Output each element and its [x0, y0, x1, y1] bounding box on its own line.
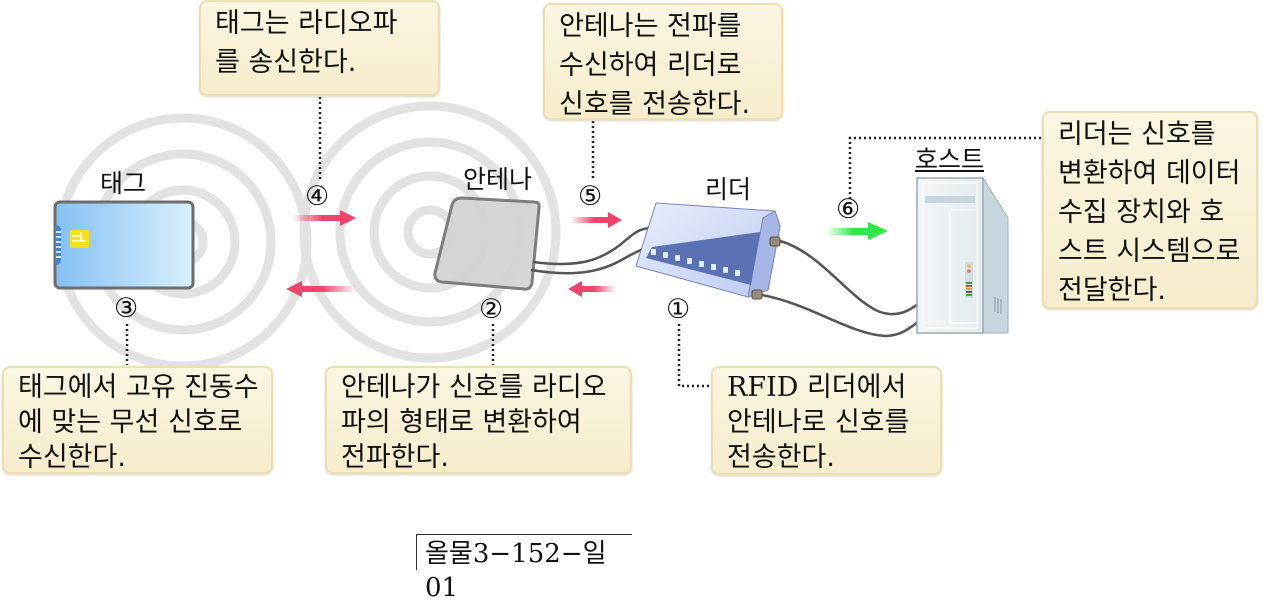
callout-line: RFID 리더에서: [727, 372, 907, 403]
arrow-reader-to-antenna: [568, 281, 616, 297]
callout-line: 안테나가 신호를 라디오: [341, 372, 607, 403]
callout-step-6: 리더는 신호를 변환하여 데이터 수집 장치와 호 스트 시스템으로 전달한다.: [1042, 111, 1258, 309]
callout-line: 변환하여 데이터: [1058, 158, 1241, 189]
callout-line: 리더는 신호를: [1058, 119, 1216, 150]
callout-line: 스트 시스템으로: [1058, 236, 1241, 267]
callout-line: 파의 형태로 변환하여: [341, 407, 582, 438]
step-number-3: ③: [114, 293, 139, 324]
callout-step-4: 태그는 라디오파 를 송신한다.: [199, 0, 440, 96]
callout-line: 에 맞는 무선 신호로: [18, 407, 243, 438]
step-number-5: ⑤: [578, 181, 603, 212]
callout-line: 전달한다.: [1058, 275, 1166, 306]
callout-line: 전송한다.: [727, 442, 835, 473]
callout-line: 신호를 전송한다.: [559, 89, 751, 120]
host-computer-icon: [916, 176, 1009, 334]
arrow-antenna-to-tag: [286, 281, 356, 297]
step-number-6: ⑥: [836, 194, 861, 225]
antenna-panel-icon: [433, 196, 541, 291]
callout-line: 태그는 라디오파: [215, 8, 398, 39]
arrow-reader-to-host: [826, 222, 888, 240]
tag-label: 태그: [100, 169, 147, 198]
host-label: 호스트: [915, 145, 985, 174]
leader-lines: [125, 97, 1042, 388]
callout-step-1: RFID 리더에서 안테나로 신호를 전송한다.: [711, 366, 942, 475]
tag-card-icon: [53, 200, 195, 290]
step-number-4: ④: [305, 181, 330, 212]
callout-line: 태그에서 고유 진동수: [18, 372, 259, 403]
callout-line: 수집 장치와 호: [1058, 197, 1225, 228]
antenna-label: 안테나: [463, 165, 533, 194]
step-number-1: ①: [666, 294, 691, 325]
arrow-antenna-to-reader: [570, 212, 622, 228]
host-cable: [761, 239, 919, 338]
callout-line: 안테나는 전파를: [559, 11, 742, 42]
figure-code: 올물3−152−일01: [416, 534, 632, 603]
callout-step-5: 안테나는 전파를 수신하여 리더로 신호를 전송한다.: [543, 3, 783, 120]
callout-line: 수신하여 리더로: [559, 50, 742, 81]
reader-device-icon: [635, 202, 781, 300]
callout-line: 를 송신한다.: [215, 47, 357, 78]
callout-step-2: 안테나가 신호를 라디오 파의 형태로 변환하여 전파한다.: [325, 366, 632, 474]
callout-line: 안테나로 신호를: [727, 407, 910, 438]
callout-line: 수신한다.: [18, 442, 126, 473]
step-number-2: ②: [479, 294, 504, 325]
arrow-tag-to-antenna: [292, 210, 356, 226]
callout-step-3: 태그에서 고유 진동수 에 맞는 무선 신호로 수신한다.: [2, 366, 273, 474]
callout-line: 전파한다.: [341, 442, 449, 473]
reader-label: 리더: [705, 175, 752, 204]
